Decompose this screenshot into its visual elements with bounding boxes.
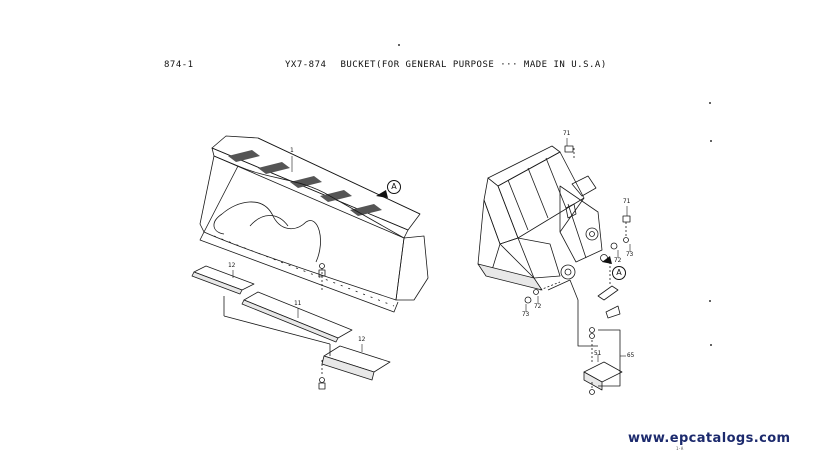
callout-edge-center: 11 [294,300,302,307]
callout-pin-right: 71 [623,198,631,205]
callout-washer-right: 72 [614,257,622,264]
page-number: 874-1 [164,60,194,70]
callout-washer-left: 72 [534,303,542,310]
callout-plate: 51 [594,350,602,357]
margin-dot [710,344,712,346]
footer-mark: 1-A [676,446,684,451]
title-text: BUCKET(FOR GENERAL PURPOSE ··· MADE IN U… [340,60,607,70]
view-ref-left: A [387,180,401,194]
callout-bolt-left: 73 [522,311,530,318]
margin-dot [710,140,712,142]
callout-bolt-right: 73 [626,251,634,258]
leader-lines-right [525,138,631,362]
bucket-left-view [199,135,429,313]
callout-edge-right: 12 [358,336,366,343]
drawing-title: YX7-874 BUCKET(FOR GENERAL PURPOSE ··· MA… [285,60,607,70]
view-ref-right: A [612,266,626,280]
margin-dot [709,102,711,104]
margin-dot [709,300,711,302]
bracket-assembly [547,279,623,395]
callout-bucket: 1 [290,147,294,154]
margin-dot [398,44,400,46]
cutting-edges [191,263,391,390]
watermark: www.epcatalogs.com [628,431,791,446]
title-code: YX7-874 [285,60,327,70]
bucket-right-view [477,145,603,291]
leader-lines-left [232,156,388,352]
callout-bracket: 65 [627,352,635,359]
callout-pin-top: 71 [563,130,571,137]
callout-edge-left: 12 [228,262,236,269]
